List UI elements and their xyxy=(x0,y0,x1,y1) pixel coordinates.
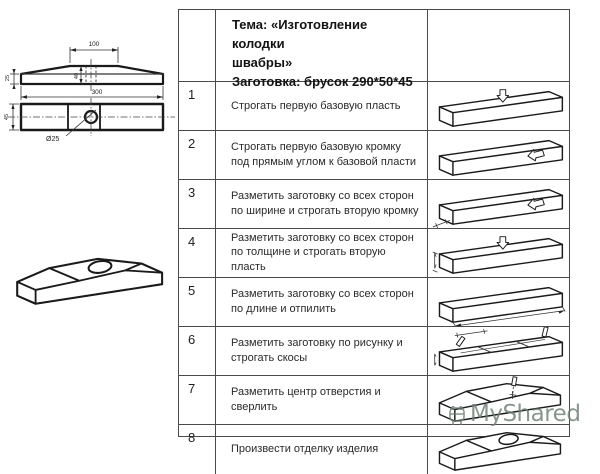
step-text: Разметить заготовку по рисунку и строгат… xyxy=(231,336,403,364)
step-text: Строгать первую базовую пласть xyxy=(231,99,401,112)
dim-label-25: 25 xyxy=(5,75,11,81)
dim-label-40: 40 xyxy=(74,73,80,79)
dim-label-100: 100 xyxy=(89,41,100,48)
front-view-drawing: 100 40 25 300 xyxy=(5,41,165,100)
step-text: Разметить центр отверстия и сверлить xyxy=(231,385,381,413)
table-header-row: Тема: «Изготовление колодки швабры» Заго… xyxy=(179,10,570,89)
table-row: 8 Произвести отделку изделия xyxy=(179,424,569,474)
step-text: Разметить заготовку со всех сторон по ши… xyxy=(231,190,419,217)
sketch-mark-bevels xyxy=(434,326,564,372)
isometric-drawing xyxy=(16,257,164,305)
step-number: 5 xyxy=(179,277,216,327)
step-number: 1 xyxy=(179,82,216,131)
plan-view-drawing: 45 Ø25 xyxy=(4,98,175,143)
table-title-line2: швабры» xyxy=(232,54,293,70)
step-text: Произвести отделку изделия xyxy=(231,442,379,455)
process-table: Тема: «Изготовление колодки швабры» Заго… xyxy=(178,9,570,474)
table-row: 1 Строгать первую базовую пласть xyxy=(179,82,570,131)
table-body: 1 Строгать первую базовую пласть 2 Строг… xyxy=(179,82,570,474)
table-row: 7 Разметить центр отверстия и сверлить xyxy=(179,375,570,425)
table-row: 6 Разметить заготовку по рисунку и строг… xyxy=(179,326,570,376)
table-row: 5 Разметить заготовку со всех сторон по … xyxy=(179,277,570,327)
technical-drawing: 100 40 25 300 45 Ø25 xyxy=(4,41,175,305)
step-text: Разметить заготовку со всех сторон по то… xyxy=(231,231,414,274)
dim-label-hole: Ø25 xyxy=(46,136,59,143)
step-text: Разметить заготовку со всех сторон по дл… xyxy=(231,287,414,315)
dim-label-45: 45 xyxy=(4,114,10,120)
sketch-mark-width-plane-edge xyxy=(432,188,564,228)
slide: 100 40 25 300 45 Ø25 xyxy=(4,9,581,474)
step-number: 4 xyxy=(179,228,216,278)
table-subtitle: Заготовка: брусок 290*50*45 xyxy=(232,73,413,89)
sketch-mark-thickness-plane-face xyxy=(432,235,564,274)
table-title-line1: Тема: «Изготовление колодки xyxy=(232,17,368,51)
sketch-mark-length-saw xyxy=(438,286,566,326)
sketch-plane-first-edge xyxy=(438,139,564,176)
sketch-drill-center xyxy=(438,375,562,422)
table-row: 2 Строгать первую базовую кромку под пря… xyxy=(179,130,570,180)
table-row: 4 Разметить заготовку со всех сторон по … xyxy=(179,228,570,278)
step-number: 2 xyxy=(179,130,216,180)
dim-label-300: 300 xyxy=(92,89,103,96)
header-num-cell xyxy=(179,10,216,82)
table-title: Тема: «Изготовление колодки швабры» Заго… xyxy=(216,10,428,89)
step-text: Строгать первую базовую кромку под прямы… xyxy=(231,141,417,168)
step-number: 6 xyxy=(179,326,216,376)
step-number: 7 xyxy=(179,375,216,425)
sketch-finished-block xyxy=(438,431,562,471)
step-number: 8 xyxy=(179,424,216,474)
table-row: 3 Разметить заготовку со всех сторон по … xyxy=(179,179,570,229)
header-sketch-cell xyxy=(428,10,570,82)
sketch-plane-first-face xyxy=(438,89,564,127)
step-number: 3 xyxy=(179,179,216,229)
